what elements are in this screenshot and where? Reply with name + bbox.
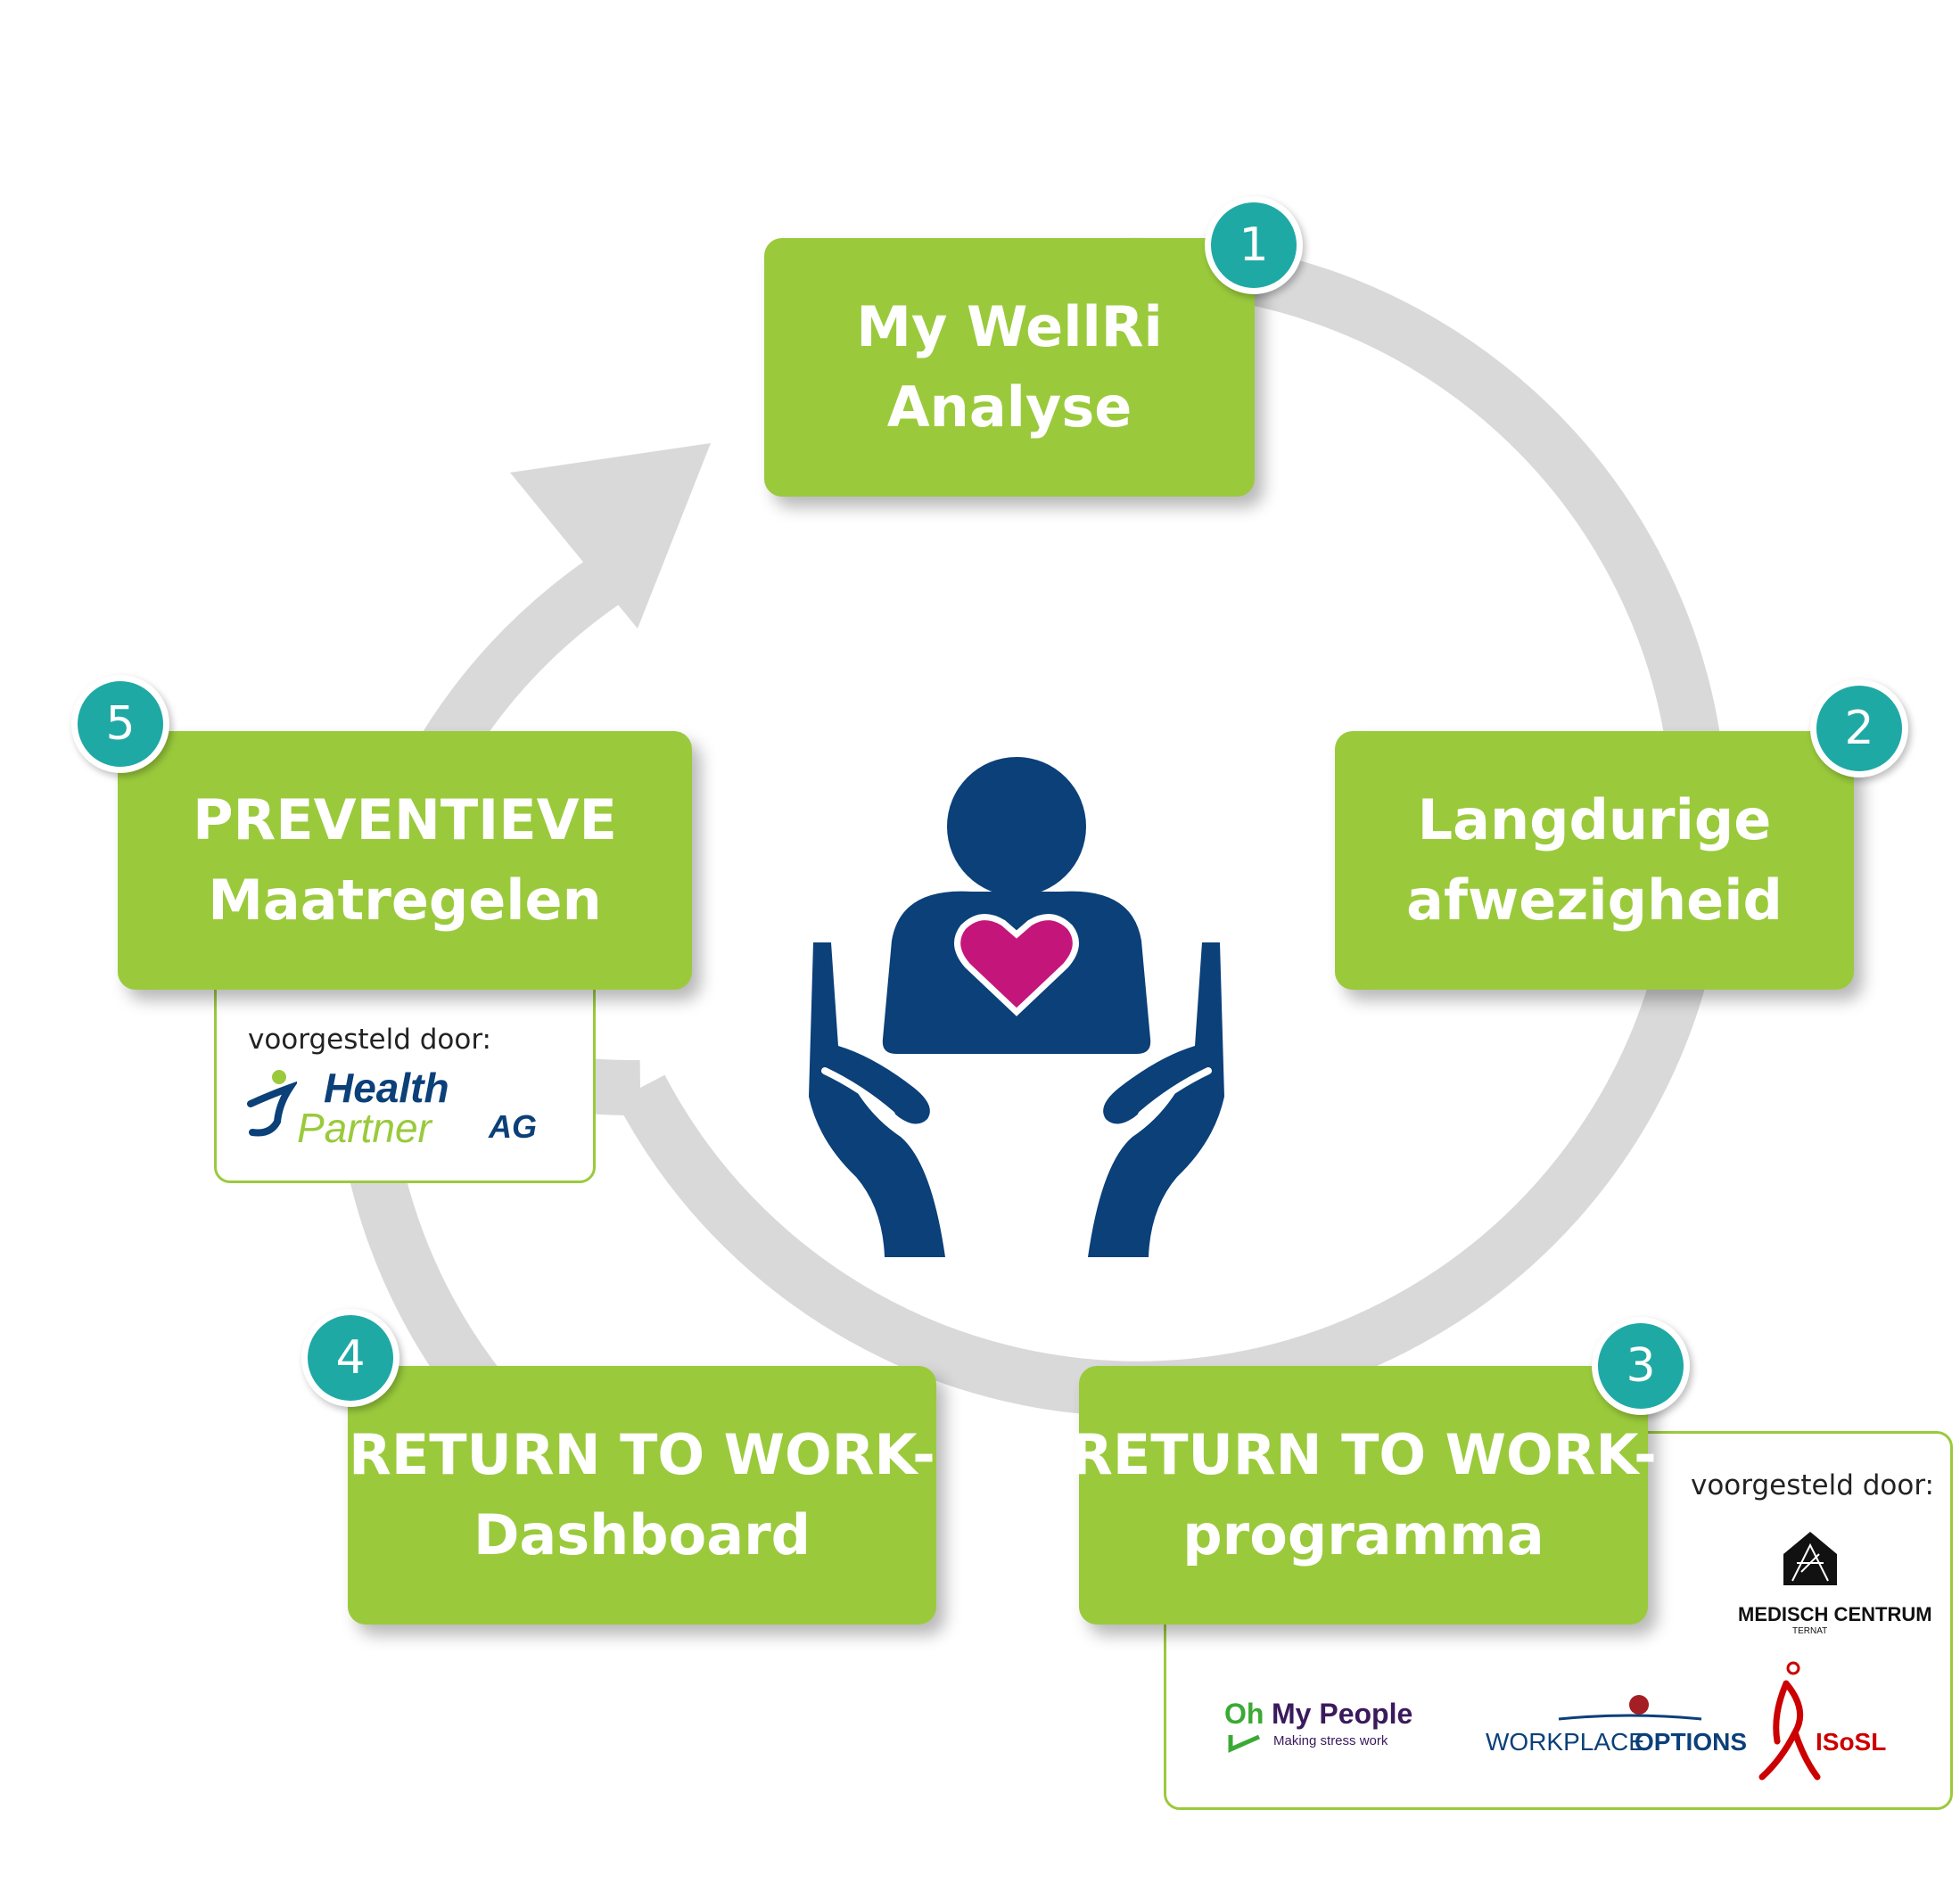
isosl-logo-text: ISoSL (1816, 1728, 1887, 1756)
step-title-line1: PREVENTIEVE (193, 787, 617, 853)
step-title-line1: RETURN TO WORK- (349, 1422, 935, 1488)
step-number-badge-1: 1 (1205, 196, 1303, 294)
step-box-1: My WellRi Analyse (764, 238, 1255, 497)
step-title-line2: programma (1182, 1502, 1544, 1567)
step-title-line2: Maatregelen (208, 868, 602, 933)
step-title-line1: Langdurige (1417, 787, 1772, 853)
step-number-badge-5: 5 (71, 675, 169, 773)
sponsor-panel-step5: voorgesteld door: Health Partner AG (214, 972, 596, 1183)
step-box-3: RETURN TO WORK- programma (1070, 1366, 1657, 1625)
step-title-line1: RETURN TO WORK- (1070, 1422, 1657, 1488)
step-box-5: PREVENTIEVE Maatregelen (118, 731, 692, 990)
ag-logo-text: AG (489, 1108, 537, 1145)
step-box-4: RETURN TO WORK- Dashboard (348, 1366, 936, 1625)
medisch-centrum-sub-text: TERNAT (1792, 1626, 1828, 1636)
ohmypeople-tagline-text: Making stress work (1273, 1733, 1388, 1748)
ohmypeople-name-text: My People (1272, 1698, 1413, 1730)
cycle-ring-arc (615, 237, 1728, 1417)
step-number-badge-4: 4 (301, 1309, 399, 1407)
ohmypeople-check-icon (1228, 1734, 1261, 1753)
health-logo-text: Health (324, 1065, 449, 1111)
sponsor-label: voorgesteld door: (248, 1024, 492, 1056)
medisch-centrum-logo-icon (1783, 1532, 1837, 1585)
step-title-line1: My WellRi (856, 294, 1163, 360)
workplace-text: WORKPLACE (1486, 1728, 1645, 1756)
isosl-logo-icon (1758, 1661, 1821, 1781)
ohmypeople-oh-text: Oh (1224, 1698, 1264, 1730)
partner-logo-text: Partner (297, 1105, 432, 1151)
cycle-arrowhead (510, 443, 711, 629)
medisch-centrum-logo-text: MEDISCH CENTRUM (1738, 1603, 1932, 1625)
options-text: OPTIONS (1635, 1728, 1748, 1756)
step-number-badge-3: 3 (1592, 1317, 1690, 1415)
step-title-line2: afwezigheid (1406, 868, 1783, 933)
step-title-line2: Dashboard (473, 1502, 811, 1567)
workplace-options-logo-icon (1558, 1695, 1702, 1721)
sponsor-label: voorgesteld door: (1691, 1469, 1935, 1501)
health-partner-logo-icon (247, 1070, 297, 1137)
step-number-badge-2: 2 (1810, 679, 1908, 777)
step-title-line2: Analyse (886, 374, 1132, 440)
person-heart-hands-icon (809, 757, 1224, 1257)
step-box-2: Langdurige afwezigheid (1335, 731, 1854, 990)
